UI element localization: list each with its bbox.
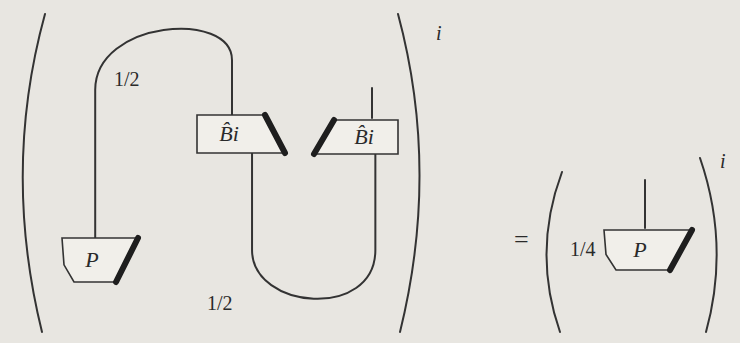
string-wire <box>252 153 375 299</box>
box-outline <box>602 228 694 272</box>
morphism-box: P <box>602 228 694 272</box>
wire-weight: 1/2 <box>112 68 142 90</box>
box-outline <box>60 236 140 284</box>
morphism-box: P <box>60 236 140 284</box>
formula-label: 1/4 <box>568 238 598 260</box>
wire-weight: 1/2 <box>205 292 235 314</box>
morphism-box: B̂i <box>312 118 400 156</box>
box-label: P <box>85 249 98 271</box>
right-parenthesis <box>398 14 420 332</box>
left-parenthesis <box>546 172 562 332</box>
left-parenthesis <box>23 14 45 332</box>
equals-sign: = <box>512 226 531 254</box>
morphism-box: B̂i <box>195 113 287 155</box>
open-wire <box>644 180 646 228</box>
box-outline <box>195 113 287 155</box>
box-label: B̂i <box>219 123 239 145</box>
box-label: P <box>633 239 646 261</box>
open-wire <box>371 88 373 118</box>
formula-label: i <box>718 150 728 172</box>
formula-label: i <box>434 22 444 44</box>
box-label: B̂i <box>354 126 374 148</box>
right-parenthesis <box>700 158 717 332</box>
